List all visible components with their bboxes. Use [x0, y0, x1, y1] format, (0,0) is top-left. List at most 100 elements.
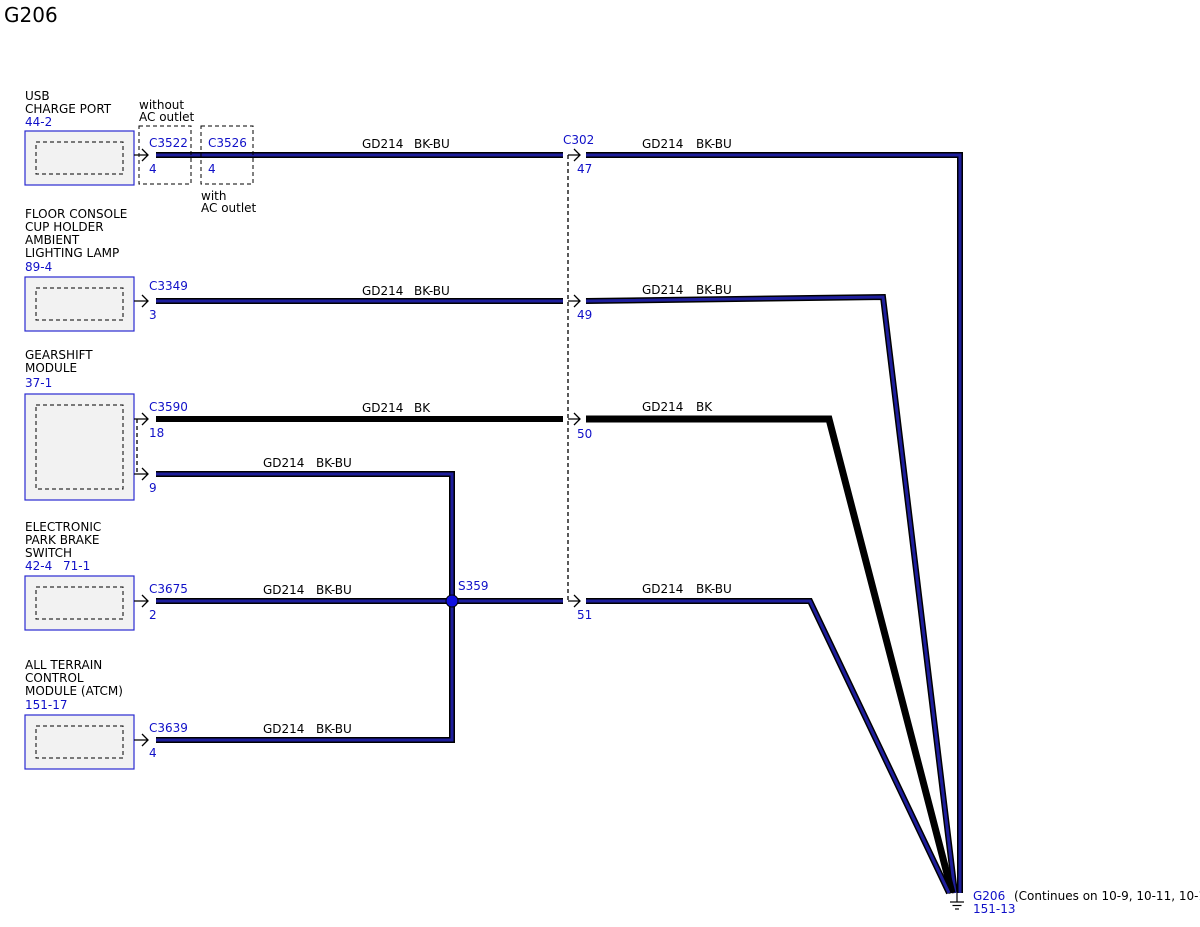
- wire-usb-color: BK-BU: [414, 137, 450, 151]
- wire-49-color: BK-BU: [696, 283, 732, 297]
- connector-c3675-name: C3675: [149, 582, 188, 596]
- connector-c302-name: C302: [563, 133, 594, 147]
- wire-47-color: BK-BU: [696, 137, 732, 151]
- component-epb-line1: ELECTRONIC: [25, 520, 101, 534]
- wire-50-circuit: GD214: [642, 400, 683, 414]
- wire-gear-9: [156, 471, 455, 601]
- splice-s359: S359: [445, 579, 489, 608]
- ground-note: (Continues on 10-9, 10-11, 10-12): [1014, 889, 1200, 903]
- component-all-terrain-control-module: ALL TERRAIN CONTROL MODULE (ATCM) 151-17: [24, 658, 135, 770]
- connector-arrow-c302-51: [568, 594, 581, 608]
- wire-floor-color: BK-BU: [414, 284, 450, 298]
- connector-c302-pin-47: 47: [577, 162, 592, 176]
- wire-51-circuit: GD214: [642, 582, 683, 596]
- connector-labels: C3522 4 C3526 4 C3349 3 C3590 18 9 C3675…: [149, 133, 594, 760]
- ground-ref: 151-13: [973, 902, 1016, 916]
- wire-gear-9-circuit: GD214: [263, 456, 304, 470]
- wire-47-ground: [586, 152, 963, 893]
- wires: [156, 152, 963, 895]
- wire-floor-circuit: GD214: [362, 284, 403, 298]
- connector-c3349-pin: 3: [149, 308, 157, 322]
- connector-c3522-pin: 4: [149, 162, 157, 176]
- wire-gear-9-core: [156, 472, 454, 601]
- connector-arrow-epb: [134, 594, 149, 608]
- option-without-line1: without: [139, 98, 184, 112]
- connector-arrow-c302-47: [568, 148, 581, 162]
- component-epb-ref1: 42-4: [25, 559, 52, 573]
- component-usb-ref: 44-2: [25, 115, 52, 129]
- component-atcm-line1: ALL TERRAIN: [25, 658, 102, 672]
- wire-epb-circuit: GD214: [263, 583, 304, 597]
- component-epb-ref2: 71-1: [63, 559, 90, 573]
- component-epb-line2: PARK BRAKE: [25, 533, 99, 547]
- connector-arrow-atcm: [134, 733, 149, 747]
- connector-c302-pin-51: 51: [577, 608, 592, 622]
- component-atcm-line3: MODULE (ATCM): [25, 684, 123, 698]
- page-title: G206: [4, 3, 58, 27]
- wire-atcm-color: BK-BU: [316, 722, 352, 736]
- splice-dot: [445, 594, 459, 608]
- connector-c3522-name: C3522: [149, 136, 188, 150]
- component-electronic-park-brake-switch: ELECTRONIC PARK BRAKE SWITCH 42-4 71-1: [24, 520, 135, 631]
- connector-arrow-gear-9: [134, 467, 149, 481]
- component-gear-line2: MODULE: [25, 361, 77, 375]
- wire-epb-color: BK-BU: [316, 583, 352, 597]
- wire-49-circuit: GD214: [642, 283, 683, 297]
- wire-gear-18-color: BK: [414, 401, 431, 415]
- connector-arrow-c302-49: [568, 294, 581, 308]
- component-floor-console: FLOOR CONSOLE CUP HOLDER AMBIENT LIGHTIN…: [24, 207, 135, 332]
- connector-c3590-pin2: 9: [149, 481, 157, 495]
- wire-50-color: BK: [696, 400, 713, 414]
- option-without-line2: AC outlet: [139, 110, 195, 124]
- component-floor-line2: CUP HOLDER: [25, 220, 104, 234]
- component-floor-line4: LIGHTING LAMP: [25, 246, 119, 260]
- wire-usb-circuit: GD214: [362, 137, 403, 151]
- connector-arrow-c302-50: [568, 412, 581, 426]
- wire-51-ground: [586, 598, 952, 895]
- connector-c3590-pin: 18: [149, 426, 164, 440]
- component-atcm-line2: CONTROL: [25, 671, 84, 685]
- component-epb-line3: SWITCH: [25, 546, 72, 560]
- wire-atcm-circuit: GD214: [263, 722, 304, 736]
- wire-atcm: [156, 601, 455, 743]
- wire-labels: GD214 BK-BU GD214 BK-BU GD214 BK-BU GD21…: [263, 137, 732, 736]
- wire-47-circuit: GD214: [642, 137, 683, 151]
- component-usb-charge-port: USB CHARGE PORT 44-2: [24, 89, 135, 186]
- wire-atcm-core: [156, 601, 454, 742]
- connector-c3349-name: C3349: [149, 279, 188, 293]
- wire-50-ground: [586, 415, 956, 894]
- wire-47-ground-core: [586, 153, 962, 893]
- component-gear-line1: GEARSHIFT: [25, 348, 93, 362]
- component-floor-line3: AMBIENT: [25, 233, 80, 247]
- connector-c302-pin-49: 49: [577, 308, 592, 322]
- component-gearshift-module: GEARSHIFT MODULE 37-1: [24, 348, 135, 501]
- connector-arrow-gear-18: [134, 412, 149, 426]
- connector-c3639-name: C3639: [149, 721, 188, 735]
- splice-name: S359: [458, 579, 489, 593]
- connector-c3526-pin: 4: [208, 162, 216, 176]
- connector-c3675-pin: 2: [149, 608, 157, 622]
- option-with-line2: AC outlet: [201, 201, 257, 215]
- ground-name: G206: [973, 889, 1005, 903]
- wire-gear-9-color: BK-BU: [316, 456, 352, 470]
- component-usb-line2: CHARGE PORT: [25, 102, 112, 116]
- connector-c3590-name: C3590: [149, 400, 188, 414]
- connector-c3639-pin: 4: [149, 746, 157, 760]
- connector-c302-pin-50: 50: [577, 427, 592, 441]
- option-with-ac-outlet: with AC outlet: [200, 125, 257, 215]
- wire-51-ground-core: [586, 599, 951, 894]
- component-floor-line1: FLOOR CONSOLE: [25, 207, 127, 221]
- wire-gear-18-circuit: GD214: [362, 401, 403, 415]
- wire-49-ground-core: [585, 295, 957, 894]
- component-usb-line1: USB: [25, 89, 50, 103]
- component-floor-ref: 89-4: [25, 260, 52, 274]
- connector-c3526-name: C3526: [208, 136, 247, 150]
- connector-arrow-usb: [134, 148, 149, 162]
- connector-symbols: [134, 148, 581, 747]
- component-gear-ref: 37-1: [25, 376, 52, 390]
- option-without-ac-outlet: without AC outlet: [138, 98, 195, 185]
- wire-51-color: BK-BU: [696, 582, 732, 596]
- option-with-line1: with: [201, 189, 226, 203]
- ground-g206: ground G206 151-13 (Continues on 10-9, 1…: [950, 889, 1200, 916]
